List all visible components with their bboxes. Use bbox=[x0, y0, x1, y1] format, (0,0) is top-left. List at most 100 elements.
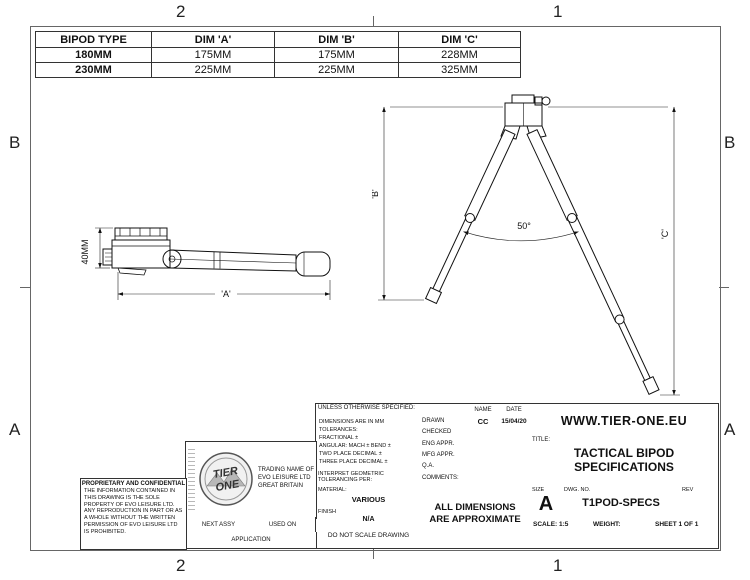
finish-label: FINISH bbox=[318, 509, 337, 515]
interpret-cell: INTERPRET GEOMETRIC TOLERANCING PER: bbox=[315, 470, 422, 487]
dim-b-label: 'B' bbox=[372, 189, 380, 199]
finish-value: N/A bbox=[362, 516, 375, 523]
right-leg-upper bbox=[526, 129, 578, 222]
material-cell: MATERIAL: VARIOUS bbox=[315, 486, 422, 509]
scale-text: SCALE: 1:5 bbox=[533, 521, 569, 528]
col-header-bipod-type: BIPOD TYPE bbox=[35, 31, 152, 48]
zone-label-left-b: B bbox=[9, 133, 21, 152]
cell-180-b: 175MM bbox=[274, 47, 399, 63]
proprietary-body: THE INFORMATION CONTAINED IN THIS DRAWIN… bbox=[84, 488, 183, 535]
zone-tick-left bbox=[20, 287, 30, 288]
material-label: MATERIAL: bbox=[318, 487, 347, 493]
rail-clamp bbox=[114, 227, 168, 241]
dwg-no-cell: DWG. NO. T1POD-SPECS bbox=[562, 486, 681, 518]
right-leg-extension bbox=[616, 317, 651, 382]
right-foot bbox=[642, 376, 660, 395]
scale-cell: SCALE: 1:5 bbox=[530, 517, 591, 549]
approx-note-line1: ALL DIMENSIONS bbox=[434, 502, 516, 513]
rev-label: REV bbox=[682, 487, 694, 493]
edge-hatch-decoration bbox=[188, 448, 195, 510]
dim-c-label: 'C' bbox=[660, 229, 670, 239]
folded-legs bbox=[169, 249, 297, 272]
tolerance-line: DIMENSIONS ARE IN MM bbox=[319, 419, 385, 425]
bipod-head-body bbox=[111, 239, 171, 269]
checked-label: CHECKED bbox=[422, 429, 452, 435]
trading-name-line1: TRADING NAME OF bbox=[258, 467, 315, 473]
proprietary-heading: PROPRIETARY AND CONFIDENTIAL bbox=[81, 481, 186, 487]
comments-cell: COMMENTS: bbox=[420, 474, 531, 489]
col-header-dim-b: DIM 'B' bbox=[274, 31, 399, 48]
used-on-cell: USED ON bbox=[250, 517, 316, 533]
zone-label-right-a: A bbox=[724, 420, 736, 439]
approx-note-cell: ALL DIMENSIONS ARE APPROXIMATE bbox=[420, 488, 531, 549]
zone-label-bottom-1: 1 bbox=[553, 556, 563, 575]
zone-label-top-2: 2 bbox=[176, 2, 186, 21]
left-leg-lower bbox=[431, 215, 474, 295]
next-assy-cell: NEXT ASSY bbox=[185, 517, 252, 533]
sheet-cell: SHEET 1 OF 1 bbox=[652, 517, 719, 549]
logo-word-one: ONE bbox=[215, 478, 241, 494]
comments-label: COMMENTS: bbox=[422, 475, 459, 481]
eng-appr-label: ENG APPR. bbox=[422, 441, 455, 447]
zone-tick-right bbox=[719, 287, 729, 288]
rubber-foot bbox=[295, 251, 331, 277]
qa-label: Q.A. bbox=[422, 463, 435, 469]
sheet-text: SHEET 1 OF 1 bbox=[655, 521, 699, 528]
website-text: WWW.TIER-ONE.EU bbox=[530, 403, 719, 438]
cell-230-c: 325MM bbox=[398, 62, 521, 78]
approx-note-line2: ARE APPROXIMATE bbox=[429, 514, 521, 525]
right-leg-mid bbox=[567, 215, 625, 323]
bipod-spec-table: BIPOD TYPE DIM 'A' DIM 'B' DIM 'C' 180MM… bbox=[35, 31, 521, 78]
sheet-border bbox=[30, 26, 721, 551]
table-row: 180MM 175MM 175MM 228MM bbox=[35, 47, 521, 63]
tier-one-logo-icon: TIER ONE bbox=[199, 452, 253, 506]
interpret-text: INTERPRET GEOMETRIC TOLERANCING PER: bbox=[318, 471, 384, 483]
tension-knob bbox=[541, 96, 551, 106]
tolerance-line: TOLERANCES: bbox=[319, 427, 358, 433]
material-value: VARIOUS bbox=[351, 495, 386, 504]
zone-label-top-1: 1 bbox=[553, 2, 563, 21]
weight-text: WEIGHT: bbox=[593, 521, 621, 528]
zone-tick-top bbox=[373, 16, 374, 26]
folded-bipod-drawing: 40MM 'A' bbox=[80, 227, 331, 300]
application-cell: APPLICATION bbox=[185, 532, 317, 549]
col-header-dim-c: DIM 'C' bbox=[398, 31, 521, 48]
deployed-bipod-drawing: 'B' 'C' 50° bbox=[372, 94, 680, 396]
table-header-row: BIPOD TYPE DIM 'A' DIM 'B' DIM 'C' bbox=[35, 31, 521, 48]
tolerances-cell: DIMENSIONS ARE IN MM TOLERANCES: FRACTIO… bbox=[315, 417, 422, 472]
zone-label-right-b: B bbox=[724, 133, 736, 152]
tolerance-line: FRACTIONAL ± bbox=[319, 435, 359, 441]
dwg-no-label: DWG. NO. bbox=[564, 487, 591, 493]
left-leg-upper bbox=[464, 129, 516, 221]
cell-type-180: 180MM bbox=[35, 47, 152, 63]
drawing-title-line2: SPECIFICATIONS bbox=[574, 460, 674, 474]
angle-arc bbox=[463, 231, 579, 242]
cell-180-a: 175MM bbox=[151, 47, 275, 63]
zone-label-bottom-2: 2 bbox=[176, 556, 186, 575]
tolerance-line: ANGULAR: MACH ± BEND ± bbox=[319, 443, 391, 449]
size-cell: SIZE A bbox=[530, 486, 563, 518]
proprietary-cell: PROPRIETARY AND CONFIDENTIAL THE INFORMA… bbox=[80, 478, 187, 550]
left-foot bbox=[424, 286, 443, 305]
dim-40mm-label: 40MM bbox=[80, 239, 90, 264]
do-not-scale-text: DO NOT SCALE DRAWING bbox=[327, 532, 410, 539]
dim-a-label: 'A' bbox=[221, 289, 231, 299]
do-not-scale-cell: DO NOT SCALE DRAWING bbox=[315, 526, 422, 549]
size-label: SIZE bbox=[532, 487, 545, 493]
cell-230-a: 225MM bbox=[151, 62, 275, 78]
drawn-date: 15/04/20 bbox=[498, 414, 531, 429]
logo-word-tier: TIER bbox=[212, 465, 239, 481]
cell-type-230: 230MM bbox=[35, 62, 152, 78]
cell-230-b: 225MM bbox=[274, 62, 399, 78]
mfg-appr-label: MFG APPR. bbox=[422, 452, 455, 458]
zone-label-left-a: A bbox=[9, 420, 21, 439]
tolerance-line: THREE PLACE DECIMAL ± bbox=[319, 459, 388, 465]
dwg-no-value: T1POD-SPECS bbox=[582, 497, 660, 509]
drawn-label: DRAWN bbox=[422, 418, 445, 424]
drawing-title-line1: TACTICAL BIPOD bbox=[573, 446, 675, 460]
col-header-dim-a: DIM 'A' bbox=[151, 31, 275, 48]
size-value: A bbox=[538, 493, 554, 515]
trading-name-line2: EVO LEISURE LTD bbox=[258, 475, 311, 481]
leg-angle-label: 50° bbox=[517, 221, 531, 231]
finish-cell: FINISH N/A bbox=[315, 508, 422, 527]
